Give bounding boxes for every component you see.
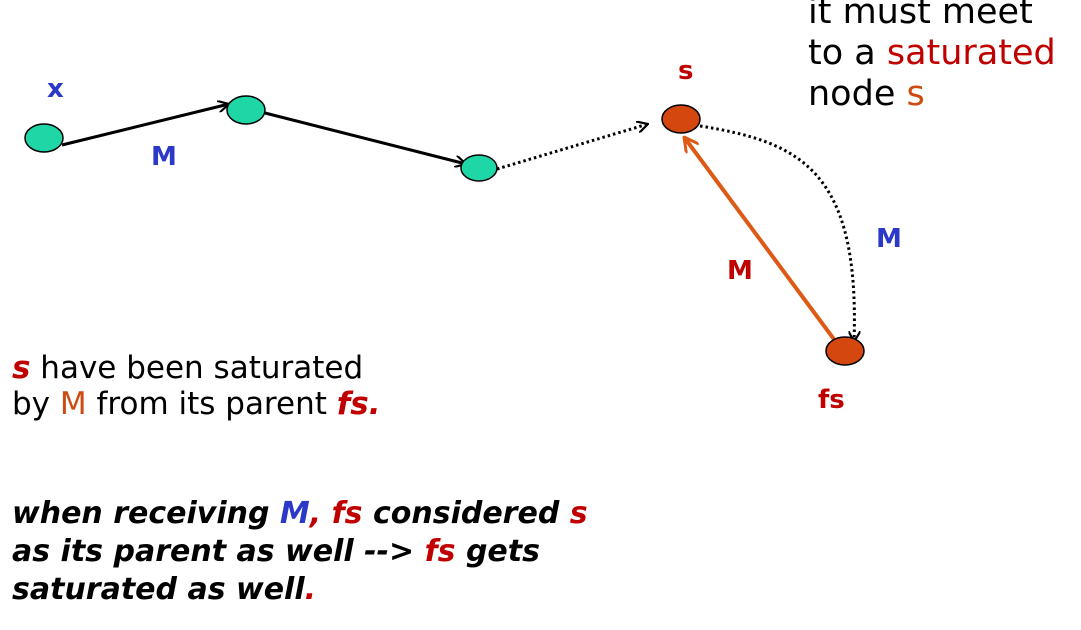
node-fs	[825, 336, 865, 366]
dotted-edge-node3-to-s	[496, 124, 648, 171]
explanation-paragraph-2: when receiving M, fs considered s as its…	[12, 495, 588, 609]
node-x	[24, 123, 64, 153]
paragraph-1-line-1: s have been saturated	[12, 350, 364, 386]
label-x: x	[47, 74, 64, 104]
node-3	[460, 154, 498, 182]
paragraph-2-line-1: when receiving M, fs considered s	[12, 496, 588, 531]
top-note-line-2: to a saturated	[808, 33, 1056, 73]
edge-fs-to-s	[684, 137, 838, 344]
label-m-dotted-edge: M	[876, 224, 902, 254]
edge-x-to-node2	[61, 104, 229, 147]
dotted-edge-s-to-fs	[699, 124, 854, 342]
top-note: it must meet to a saturated node s	[808, 0, 1056, 115]
explanation-paragraph-1: s have been saturated by M from its pare…	[12, 350, 380, 422]
top-note-line-1: it must meet	[808, 0, 1033, 32]
top-note-line-3: node s	[808, 74, 925, 114]
label-s-node: s	[678, 56, 694, 86]
node-2	[226, 95, 266, 125]
label-m-red-edge: M	[727, 256, 753, 286]
label-m-first-edge: M	[151, 142, 177, 172]
label-fs-node: fs	[818, 385, 845, 415]
paragraph-1-line-2: by M from its parent fs.	[12, 386, 381, 422]
node-s	[661, 104, 701, 134]
saturated-highlight: saturated	[886, 33, 1056, 73]
s-highlight: s	[906, 74, 925, 114]
paragraph-2-line-3: saturated as well.	[12, 572, 317, 607]
paragraph-2-line-2: as its parent as well --> fs gets	[12, 534, 540, 569]
edge-node2-to-node3	[264, 111, 466, 164]
